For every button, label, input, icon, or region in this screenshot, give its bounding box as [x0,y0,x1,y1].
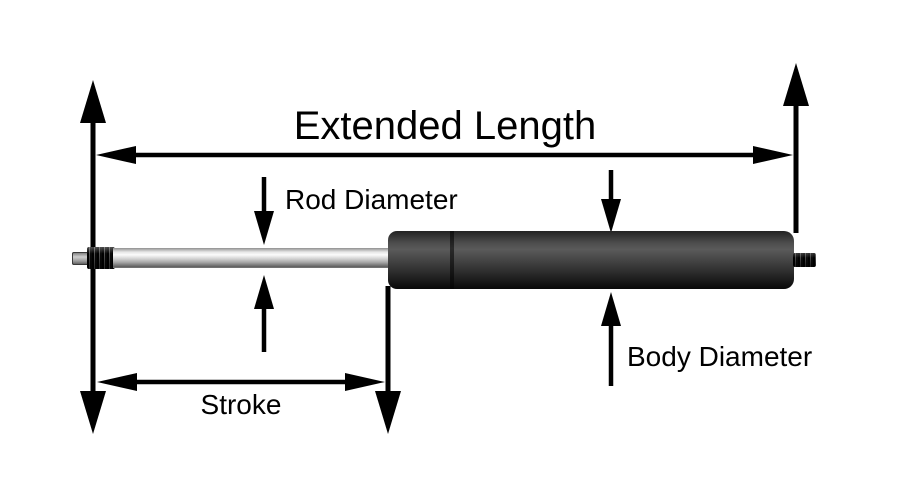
stroke-label: Stroke [200,389,282,420]
body-end-stud [793,253,816,267]
rod-end-stud [72,252,90,265]
arrowhead-up-icon [783,63,809,106]
arrowhead-right-icon [753,146,793,164]
rod-diameter-lower-arrow [254,275,274,352]
rod-thread [87,247,115,269]
arrowhead-up-icon [254,275,274,309]
extended-length-label: Extended Length [293,104,597,148]
rod-diameter-upper-arrow [254,177,274,245]
stroke-extension-arrow [375,286,401,434]
body-gland [388,231,450,289]
stroke-arrow [97,373,385,391]
extended-length-arrow [96,146,793,164]
body-diameter-lower-arrow [601,292,621,386]
right-extent-arrow [783,63,809,233]
body-groove [450,231,454,289]
arrowhead-right-icon [345,373,385,391]
arrowhead-down-icon [254,211,274,245]
rod-diameter-label: Rod Diameter [285,184,458,215]
body-diameter-upper-arrow [601,170,621,233]
arrowhead-down-icon [80,391,106,434]
arrowhead-down-icon [375,391,401,434]
arrowhead-left-icon [97,373,137,391]
cylinder-body [454,231,794,289]
piston-rod [113,248,390,268]
arrowhead-down-icon [601,199,621,233]
arrowhead-up-icon [601,292,621,326]
body-diameter-label: Body Diameter [627,341,813,372]
arrowhead-up-icon [80,80,106,123]
arrowhead-left-icon [96,146,136,164]
